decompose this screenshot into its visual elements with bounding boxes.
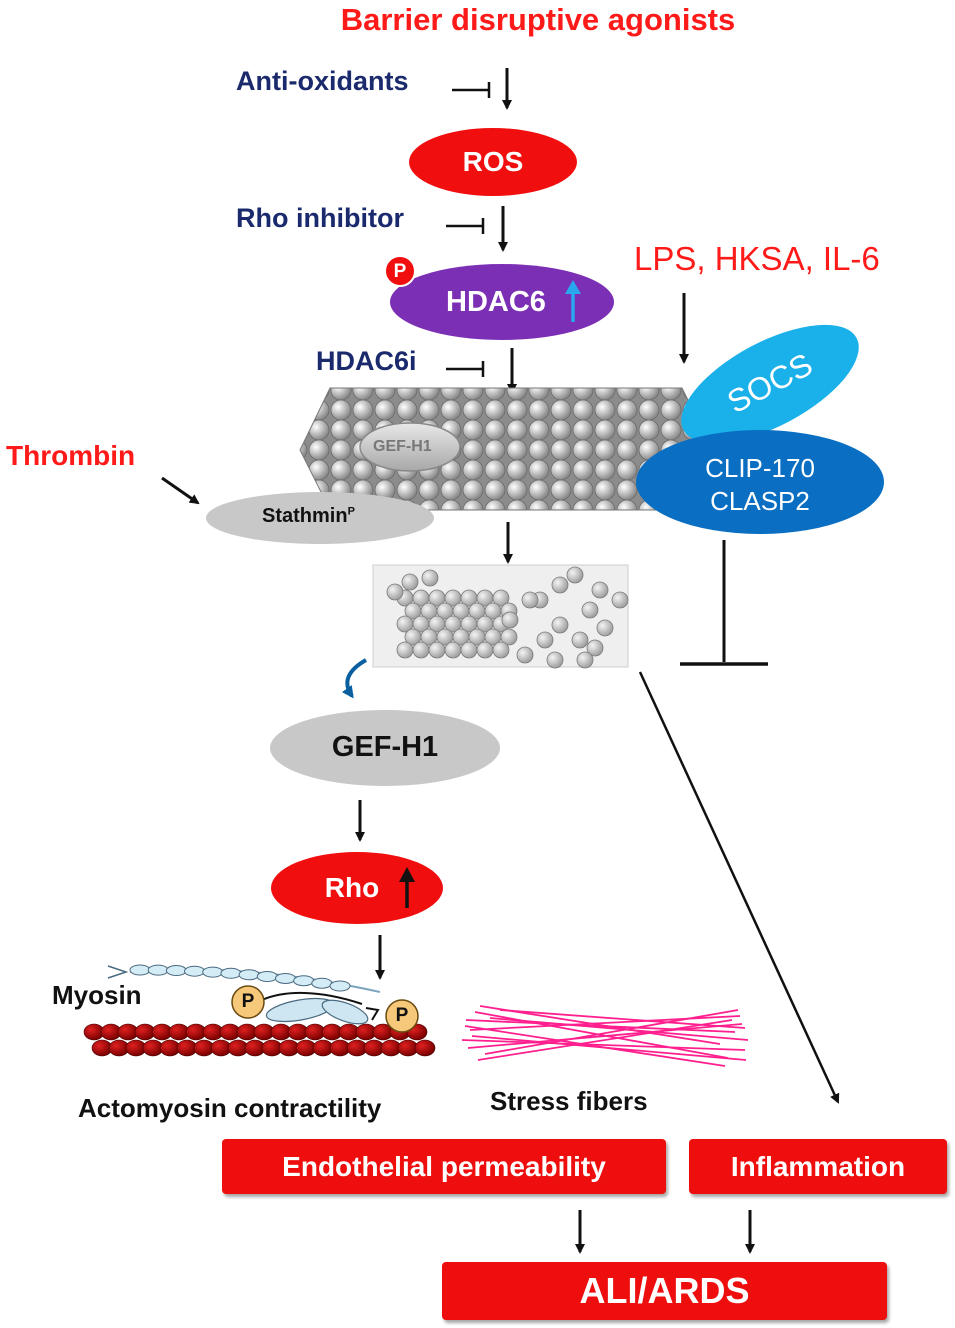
hdac6-label: HDAC6	[446, 286, 546, 318]
phospho-label: P	[393, 261, 407, 282]
stathmin-sup: P	[347, 505, 355, 518]
thrombin-label: Thrombin	[6, 440, 136, 471]
inflammation-box: Inflammation	[689, 1139, 947, 1194]
clasp2-label: CLASP2	[710, 486, 810, 516]
inhibit-hdac6i	[446, 361, 485, 377]
arrow-to-inflammation	[638, 671, 840, 1104]
clip-clasp-node	[636, 430, 884, 534]
myosin-phospho-left-label: P	[241, 991, 255, 1012]
myosin-phospho-left	[231, 985, 265, 1019]
hdac6-node	[390, 264, 614, 340]
gef-h1-bound-label: GEF-H1	[373, 438, 432, 455]
hdac6-up-arrow-icon	[565, 280, 581, 322]
title: Barrier disruptive agonists	[340, 2, 736, 37]
stathmin-node	[206, 492, 434, 544]
myosin-label: Myosin	[52, 980, 142, 1010]
stathmin-label: StathminP	[262, 505, 355, 528]
gef-h1-bound-node	[359, 422, 461, 472]
clip170-label: CLIP-170	[705, 453, 815, 483]
stress-fibers-illustration	[461, 1005, 749, 1067]
lps-label: LPS, HKSA, IL-6	[634, 240, 880, 277]
rho-up-arrow-icon	[399, 867, 415, 908]
endothelial-permeability-label: Endothelial permeability	[282, 1150, 606, 1182]
antioxidants-label: Anti-oxidants	[236, 66, 409, 96]
phospho-badge	[384, 255, 416, 287]
ros-node	[409, 128, 577, 196]
depolymerized-microtubule	[372, 564, 629, 669]
ali-ards-box: ALI/ARDS	[442, 1262, 887, 1320]
stress-fibers-label: Stress fibers	[490, 1086, 648, 1116]
socs-node	[681, 324, 859, 444]
inflammation-label: Inflammation	[730, 1150, 906, 1182]
rho-label: Rho	[324, 872, 380, 903]
myosin-phospho-right-label: P	[395, 1005, 409, 1026]
release-curved-arrow-icon	[341, 658, 368, 699]
rho-inhibitor-label: Rho inhibitor	[236, 203, 404, 233]
arrow-thrombin-to-stathmin	[161, 476, 200, 505]
actomyosin-label: Actomyosin contractility	[78, 1093, 382, 1123]
endothelial-permeability-box: Endothelial permeability	[222, 1139, 666, 1194]
myosin-phospho-right	[385, 999, 419, 1033]
gef-h1-node	[270, 710, 500, 786]
inhibit-clip-clasp	[680, 540, 768, 666]
ali-ards-label: ALI/ARDS	[579, 1270, 750, 1311]
ros-label: ROS	[462, 146, 524, 177]
hdac6i-label: HDAC6i	[316, 346, 417, 376]
inhibit-rho-inhibitor	[446, 218, 485, 234]
stathmin-text: Stathmin	[262, 505, 348, 527]
rho-node	[271, 852, 443, 924]
myosin-filament	[107, 964, 381, 1025]
inhibit-antioxidants	[452, 82, 491, 98]
gef-h1-label: GEF-H1	[331, 731, 439, 763]
actin-filament	[83, 1023, 436, 1057]
